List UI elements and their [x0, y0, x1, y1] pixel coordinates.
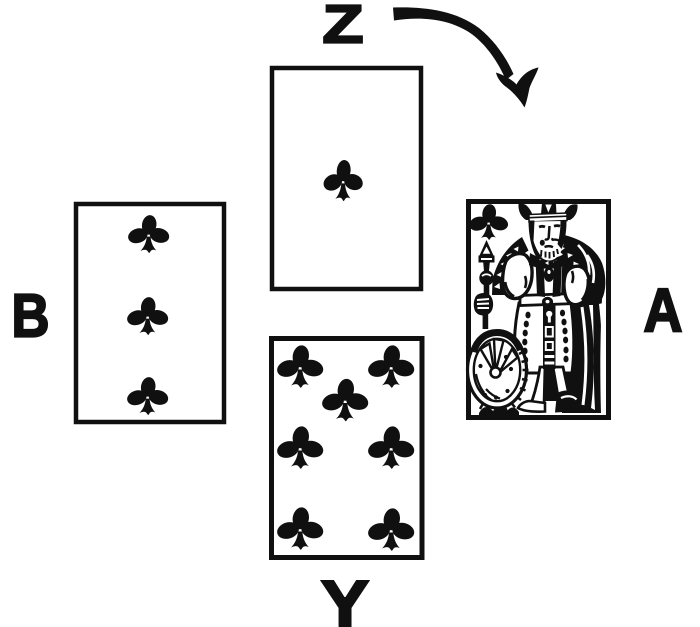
svg-text:A: A: [644, 277, 683, 346]
svg-text:Y: Y: [321, 567, 369, 627]
svg-text:Z: Z: [323, 0, 364, 55]
svg-text:B: B: [12, 282, 50, 350]
